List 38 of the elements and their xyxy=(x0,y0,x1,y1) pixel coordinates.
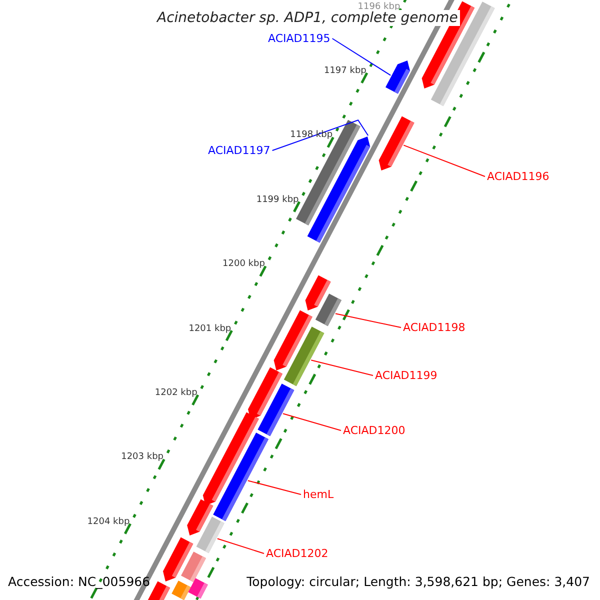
gene-marker xyxy=(386,60,410,94)
gene-marker xyxy=(284,326,324,386)
gene-label: ACIAD1199 xyxy=(375,369,438,382)
gene-marker xyxy=(258,384,294,436)
scale-label: 1202 kbp xyxy=(154,388,198,398)
scale-label: 1204 kbp xyxy=(87,516,130,527)
diagram-title: Acinetobacter sp. ADP1, complete genome xyxy=(155,10,460,26)
scale-label: 1197 kbp xyxy=(324,66,366,76)
scale-label: 1199 kbp xyxy=(256,194,299,205)
leader-line xyxy=(310,360,374,376)
gene-label: ACIAD1200 xyxy=(343,424,406,437)
footer-text: Accession: NC_005966 xyxy=(8,574,150,589)
gene-marker xyxy=(315,294,342,326)
gene-marker xyxy=(196,516,224,554)
leader-line xyxy=(282,413,342,431)
gene-label: ACIAD1197 xyxy=(208,144,270,157)
footer-text: Topology: circular; Length: 3,598,621 bp; Genes: 3,407 xyxy=(246,574,590,589)
scale-label: 1198 kbp xyxy=(290,130,333,140)
gene-marker xyxy=(172,580,191,600)
gene-label: ACIAD1196 xyxy=(487,170,550,183)
gene-marker xyxy=(188,578,208,599)
gene-label: hemL xyxy=(303,488,334,501)
leader-line xyxy=(247,480,302,495)
gene-marker xyxy=(181,552,206,582)
leader-line xyxy=(332,38,392,76)
scale-label: 1196 kbp xyxy=(358,2,400,12)
leader-line xyxy=(403,144,486,177)
scale-label: 1200 kbp xyxy=(222,259,265,270)
scale-label: 1201 kbp xyxy=(188,324,232,334)
gene-marker xyxy=(213,432,268,522)
gene-label: ACIAD1195 xyxy=(268,32,330,45)
leader-line xyxy=(335,313,402,328)
leader-line xyxy=(216,538,264,554)
scale-label: 1203 kbp xyxy=(121,452,164,462)
gene-marker xyxy=(378,116,414,170)
leader-line xyxy=(272,120,369,151)
gene-label: ACIAD1202 xyxy=(266,547,328,560)
gene-label: ACIAD1198 xyxy=(403,321,466,334)
